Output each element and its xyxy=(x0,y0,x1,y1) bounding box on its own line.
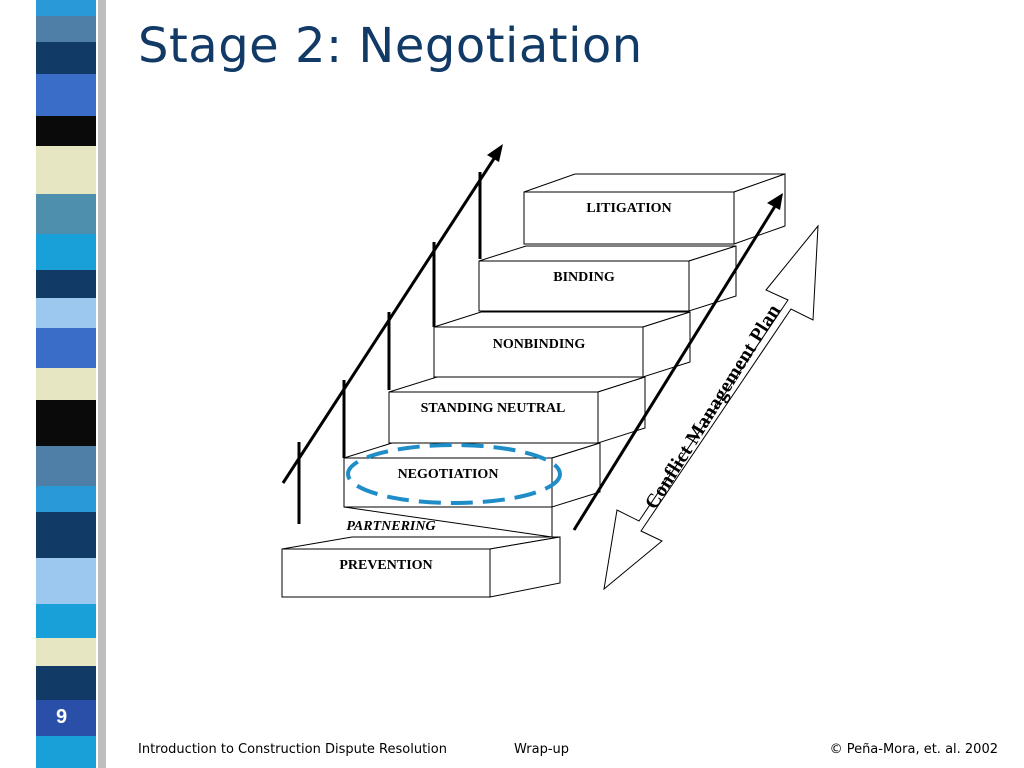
footer-section: Wrap-up xyxy=(514,742,570,757)
step-label-litigation: LITIGATION xyxy=(586,201,671,216)
step-label-standing-neutral: STANDING NEUTRAL xyxy=(421,401,566,416)
step-label-prevention: PREVENTION xyxy=(339,558,432,573)
handrail-arrow xyxy=(281,144,503,484)
conflict-management-plan-arrow xyxy=(603,224,819,591)
step-standing-neutral xyxy=(388,376,646,444)
escalation-arrow xyxy=(572,193,783,531)
step-prevention xyxy=(281,536,561,598)
step-label-nonbinding: NONBINDING xyxy=(493,337,586,352)
strip-blocks xyxy=(36,0,96,768)
step-binding xyxy=(478,245,737,312)
step-nonbinding xyxy=(433,311,691,378)
negotiation-highlight-ellipse xyxy=(346,443,562,505)
decorative-side-strip xyxy=(36,0,106,768)
slide-number: 9 xyxy=(56,706,68,728)
step-litigation xyxy=(523,173,786,245)
step-label-binding: BINDING xyxy=(553,270,615,285)
strip-shadow xyxy=(98,0,106,768)
slide-title: Stage 2: Negotiation xyxy=(138,18,643,74)
step-label-negotiation: NEGOTIATION xyxy=(398,467,499,482)
footer-course-title: Introduction to Construction Dispute Res… xyxy=(138,742,447,757)
step-label-partnering: PARTNERING xyxy=(346,519,435,534)
footer-copyright: © Peña-Mora, et. al. 2002 xyxy=(829,742,998,757)
